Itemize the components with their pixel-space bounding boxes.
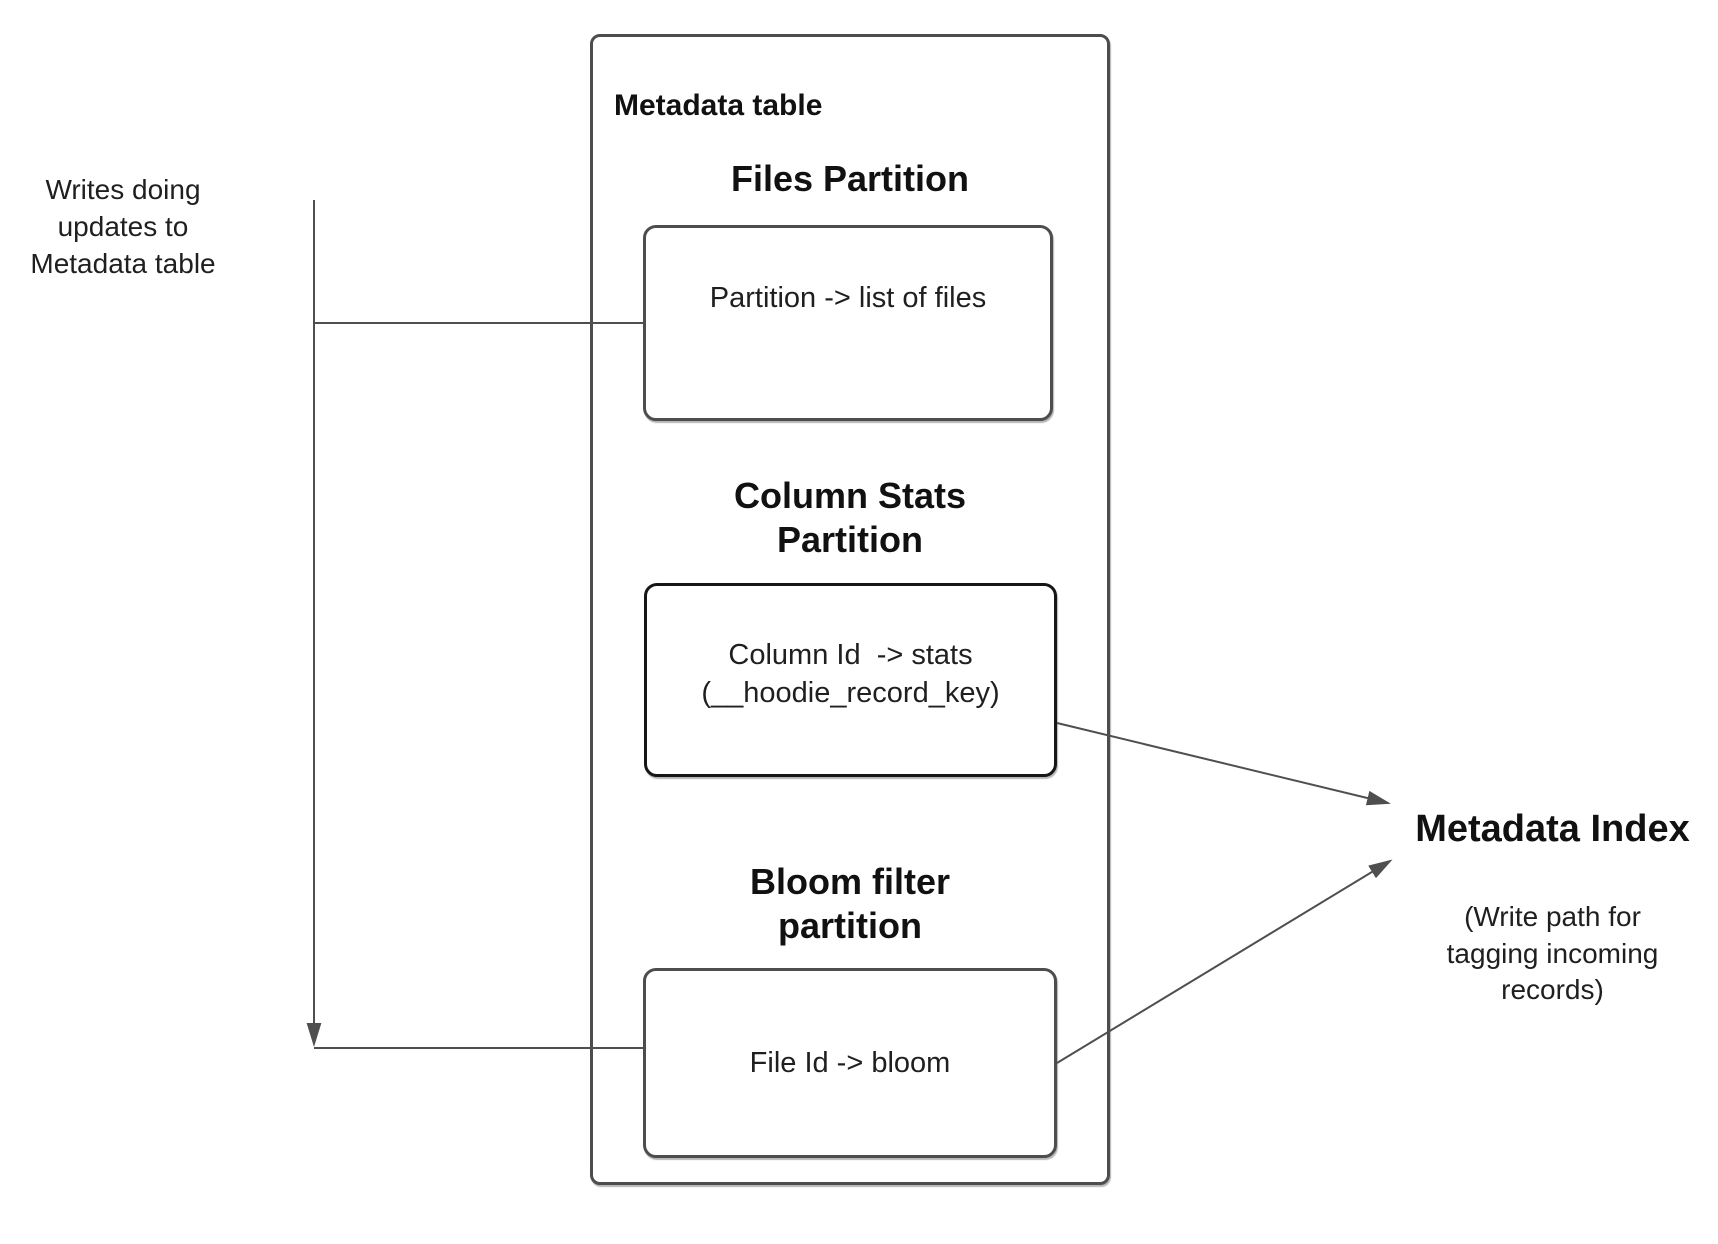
column-stats-partition-box: Column Id -> stats (__hoodie_record_key) bbox=[644, 583, 1057, 777]
metadata-index-subtitle: (Write path for tagging incoming records… bbox=[1390, 899, 1715, 1009]
metadata-table-title: Metadata table bbox=[614, 89, 823, 122]
files-partition-box-label: Partition -> list of files bbox=[709, 282, 987, 314]
files-partition-box: Partition -> list of files bbox=[643, 225, 1053, 421]
writes-annotation-line: Metadata table bbox=[30, 248, 216, 279]
writes-annotation-line: updates to bbox=[57, 211, 189, 242]
column-stats-box-label-line: Column Id -> stats bbox=[728, 639, 973, 671]
metadata-index-subtitle-line: records) bbox=[1501, 974, 1604, 1005]
bloom-heading-line: partition bbox=[778, 905, 922, 946]
bloom-heading-line: Bloom filter bbox=[749, 861, 950, 902]
bloom-filter-partition-box: File Id -> bloom bbox=[643, 968, 1057, 1158]
column-stats-heading-line: Partition bbox=[776, 519, 923, 560]
metadata-table-container: Metadata table Files Partition Partition… bbox=[590, 34, 1110, 1185]
column-stats-partition-heading: Column Stats Partition bbox=[593, 474, 1107, 562]
writes-annotation: Writes doing updates to Metadata table bbox=[8, 171, 238, 282]
bloom-filter-partition-heading: Bloom filter partition bbox=[593, 860, 1107, 948]
files-partition-heading: Files Partition bbox=[730, 158, 970, 199]
column-stats-heading-line: Column Stats bbox=[733, 475, 966, 516]
metadata-index-subtitle-line: (Write path for bbox=[1464, 901, 1641, 932]
bloom-box-label: File Id -> bloom bbox=[749, 1047, 951, 1079]
metadata-index-title: Metadata Index bbox=[1415, 808, 1690, 850]
column-stats-box-label-line: (__hoodie_record_key) bbox=[701, 677, 1000, 709]
metadata-index-block: Metadata Index (Write path for tagging i… bbox=[1390, 806, 1715, 1009]
metadata-index-subtitle-line: tagging incoming bbox=[1446, 937, 1659, 969]
writes-annotation-line: Writes doing bbox=[45, 174, 201, 205]
